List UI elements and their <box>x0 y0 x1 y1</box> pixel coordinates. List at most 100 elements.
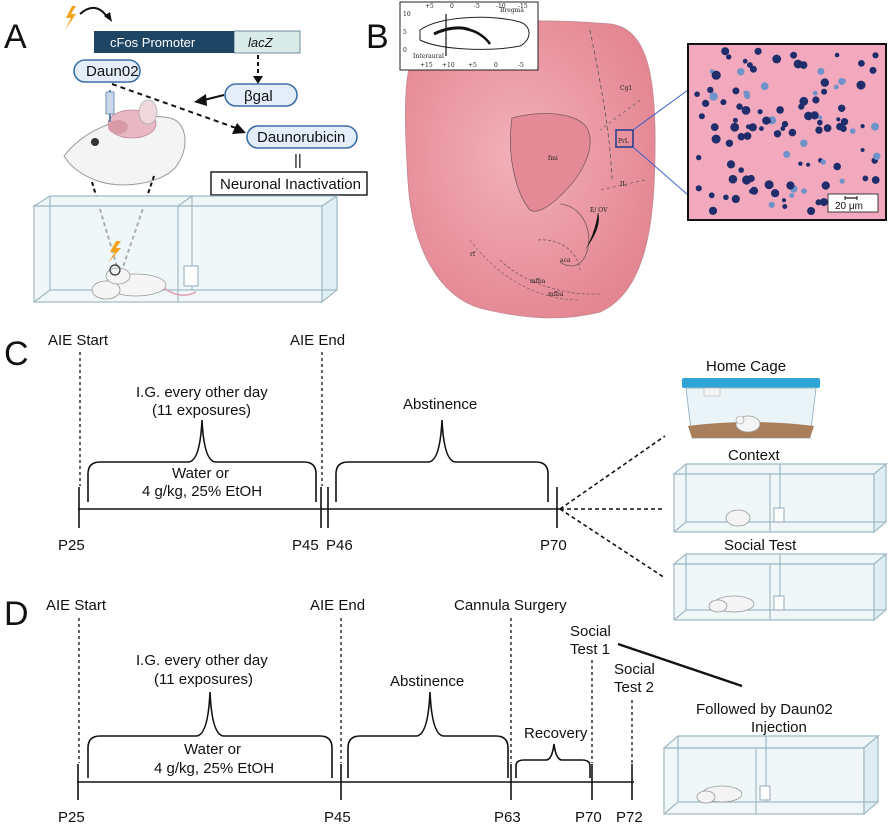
cell-nucleus <box>702 99 710 107</box>
home-cage-label: Home Cage <box>706 358 786 375</box>
c-abstinence: Abstinence <box>403 396 477 413</box>
cell-nucleus <box>819 198 828 207</box>
cell-nucleus <box>760 82 769 91</box>
cell-nucleus <box>708 192 715 199</box>
cell-nucleus <box>710 123 719 131</box>
cell-nucleus <box>801 188 807 194</box>
cell-nucleus <box>732 87 740 95</box>
daun02-dashed-arrow <box>111 83 237 129</box>
atlas-bregma-label: Bregma <box>500 7 524 14</box>
d-water-line2: 4 g/kg, 25% EtOH <box>154 760 274 777</box>
cell-nucleus <box>780 126 786 131</box>
cell-nucleus <box>731 126 737 132</box>
cell-nucleus <box>821 88 828 95</box>
atlas-inset: Bregma Interaural +5 0 -5 -10 -15 +15 +1… <box>399 1 539 71</box>
cell-nucleus <box>749 65 757 73</box>
d-social1-line1: Social <box>570 623 611 640</box>
cell-nucleus <box>818 115 823 120</box>
region-il: IL <box>620 181 626 188</box>
cell-nucleus <box>798 161 803 166</box>
arrowhead <box>194 94 207 106</box>
d-brace-3 <box>515 743 591 778</box>
d-brace-2 <box>347 691 509 778</box>
c-aie-start: AIE Start <box>48 332 109 349</box>
cell-nucleus <box>721 47 730 56</box>
lacz-label: lacZ <box>248 35 274 50</box>
d-tick-p45: P45 <box>324 809 351 826</box>
cell-nucleus <box>833 84 839 90</box>
cell-nucleus <box>788 128 797 137</box>
bgal-label: βgal <box>244 88 273 105</box>
atlas-top-tick: 0 <box>450 3 454 10</box>
cell-nucleus <box>736 103 743 110</box>
cell-nucleus <box>725 139 734 147</box>
c-cage-connector <box>559 435 666 510</box>
chamber-illustration-a <box>31 194 339 304</box>
cell-nucleus <box>858 60 865 67</box>
cell-nucleus <box>860 148 865 152</box>
context-cage-illustration <box>672 462 888 534</box>
cell-nucleus <box>810 111 819 120</box>
cell-nucleus <box>707 86 714 94</box>
cell-nucleus <box>747 62 753 68</box>
cell-nucleus <box>746 124 751 129</box>
panel-d-label: D <box>4 595 29 633</box>
region-eov: E/ OV <box>590 207 608 214</box>
cell-nucleus <box>820 159 826 165</box>
cell-nucleus <box>789 193 795 198</box>
cell-nucleus <box>806 162 811 167</box>
cell-nucleus <box>726 54 732 60</box>
social-cage-illustration <box>672 552 888 622</box>
cell-nucleus <box>743 132 752 140</box>
region-aca: aca <box>560 257 571 264</box>
cell-nucleus <box>833 162 841 171</box>
d-aie-start: AIE Start <box>46 597 107 614</box>
cell-nucleus <box>873 152 881 160</box>
cell-nucleus <box>820 78 829 87</box>
arrowhead <box>104 12 112 22</box>
cell-nucleus <box>786 181 795 190</box>
atlas-top-tick: -10 <box>496 3 506 10</box>
cell-nucleus <box>747 174 755 183</box>
cell-nucleus <box>754 47 762 55</box>
cell-nucleus <box>841 78 846 84</box>
daun02-pill <box>73 59 141 83</box>
c-water-line2: 4 g/kg, 25% EtOH <box>142 483 262 500</box>
cell-nucleus <box>720 99 727 106</box>
atlas-interaural-label: Interaural <box>413 53 444 60</box>
cell-nucleus <box>711 134 721 144</box>
cell-nucleus <box>711 70 721 80</box>
atlas-bottom-tick: +10 <box>442 62 455 69</box>
cell-nucleus <box>871 176 880 184</box>
d-aie-end: AIE End <box>310 597 365 614</box>
cell-nucleus <box>862 175 869 182</box>
cell-nucleus <box>757 109 763 115</box>
cell-nucleus <box>732 117 738 123</box>
cell-nucleus <box>698 113 705 120</box>
arrowhead <box>253 76 263 84</box>
cell-nucleus <box>856 80 866 90</box>
cell-nucleus <box>731 194 740 204</box>
cell-nucleus <box>726 160 736 169</box>
rat-head-illustration <box>63 90 186 186</box>
cell-nucleus <box>728 174 738 184</box>
cell-nucleus <box>694 91 700 97</box>
c-cage-connector <box>559 508 666 579</box>
cell-nucleus <box>750 186 759 195</box>
atlas-bottom-tick: -5 <box>518 62 524 69</box>
cell-nucleus <box>738 167 744 173</box>
cell-nucleus <box>869 66 877 74</box>
cell-nucleus <box>748 123 757 132</box>
cell-nucleus <box>781 120 789 128</box>
cell-nucleus <box>860 124 865 129</box>
bgal-arrow <box>203 94 225 101</box>
lightning-icon <box>108 241 121 263</box>
cell-nucleus <box>770 117 775 123</box>
cell-nucleus <box>743 90 748 96</box>
cell-nucleus <box>815 126 823 134</box>
d-abstinence: Abstinence <box>390 673 464 690</box>
cell-nucleus <box>768 201 775 208</box>
equals-symbol: || <box>294 152 302 169</box>
cell-nucleus <box>742 58 748 64</box>
outcome-box <box>210 171 368 196</box>
